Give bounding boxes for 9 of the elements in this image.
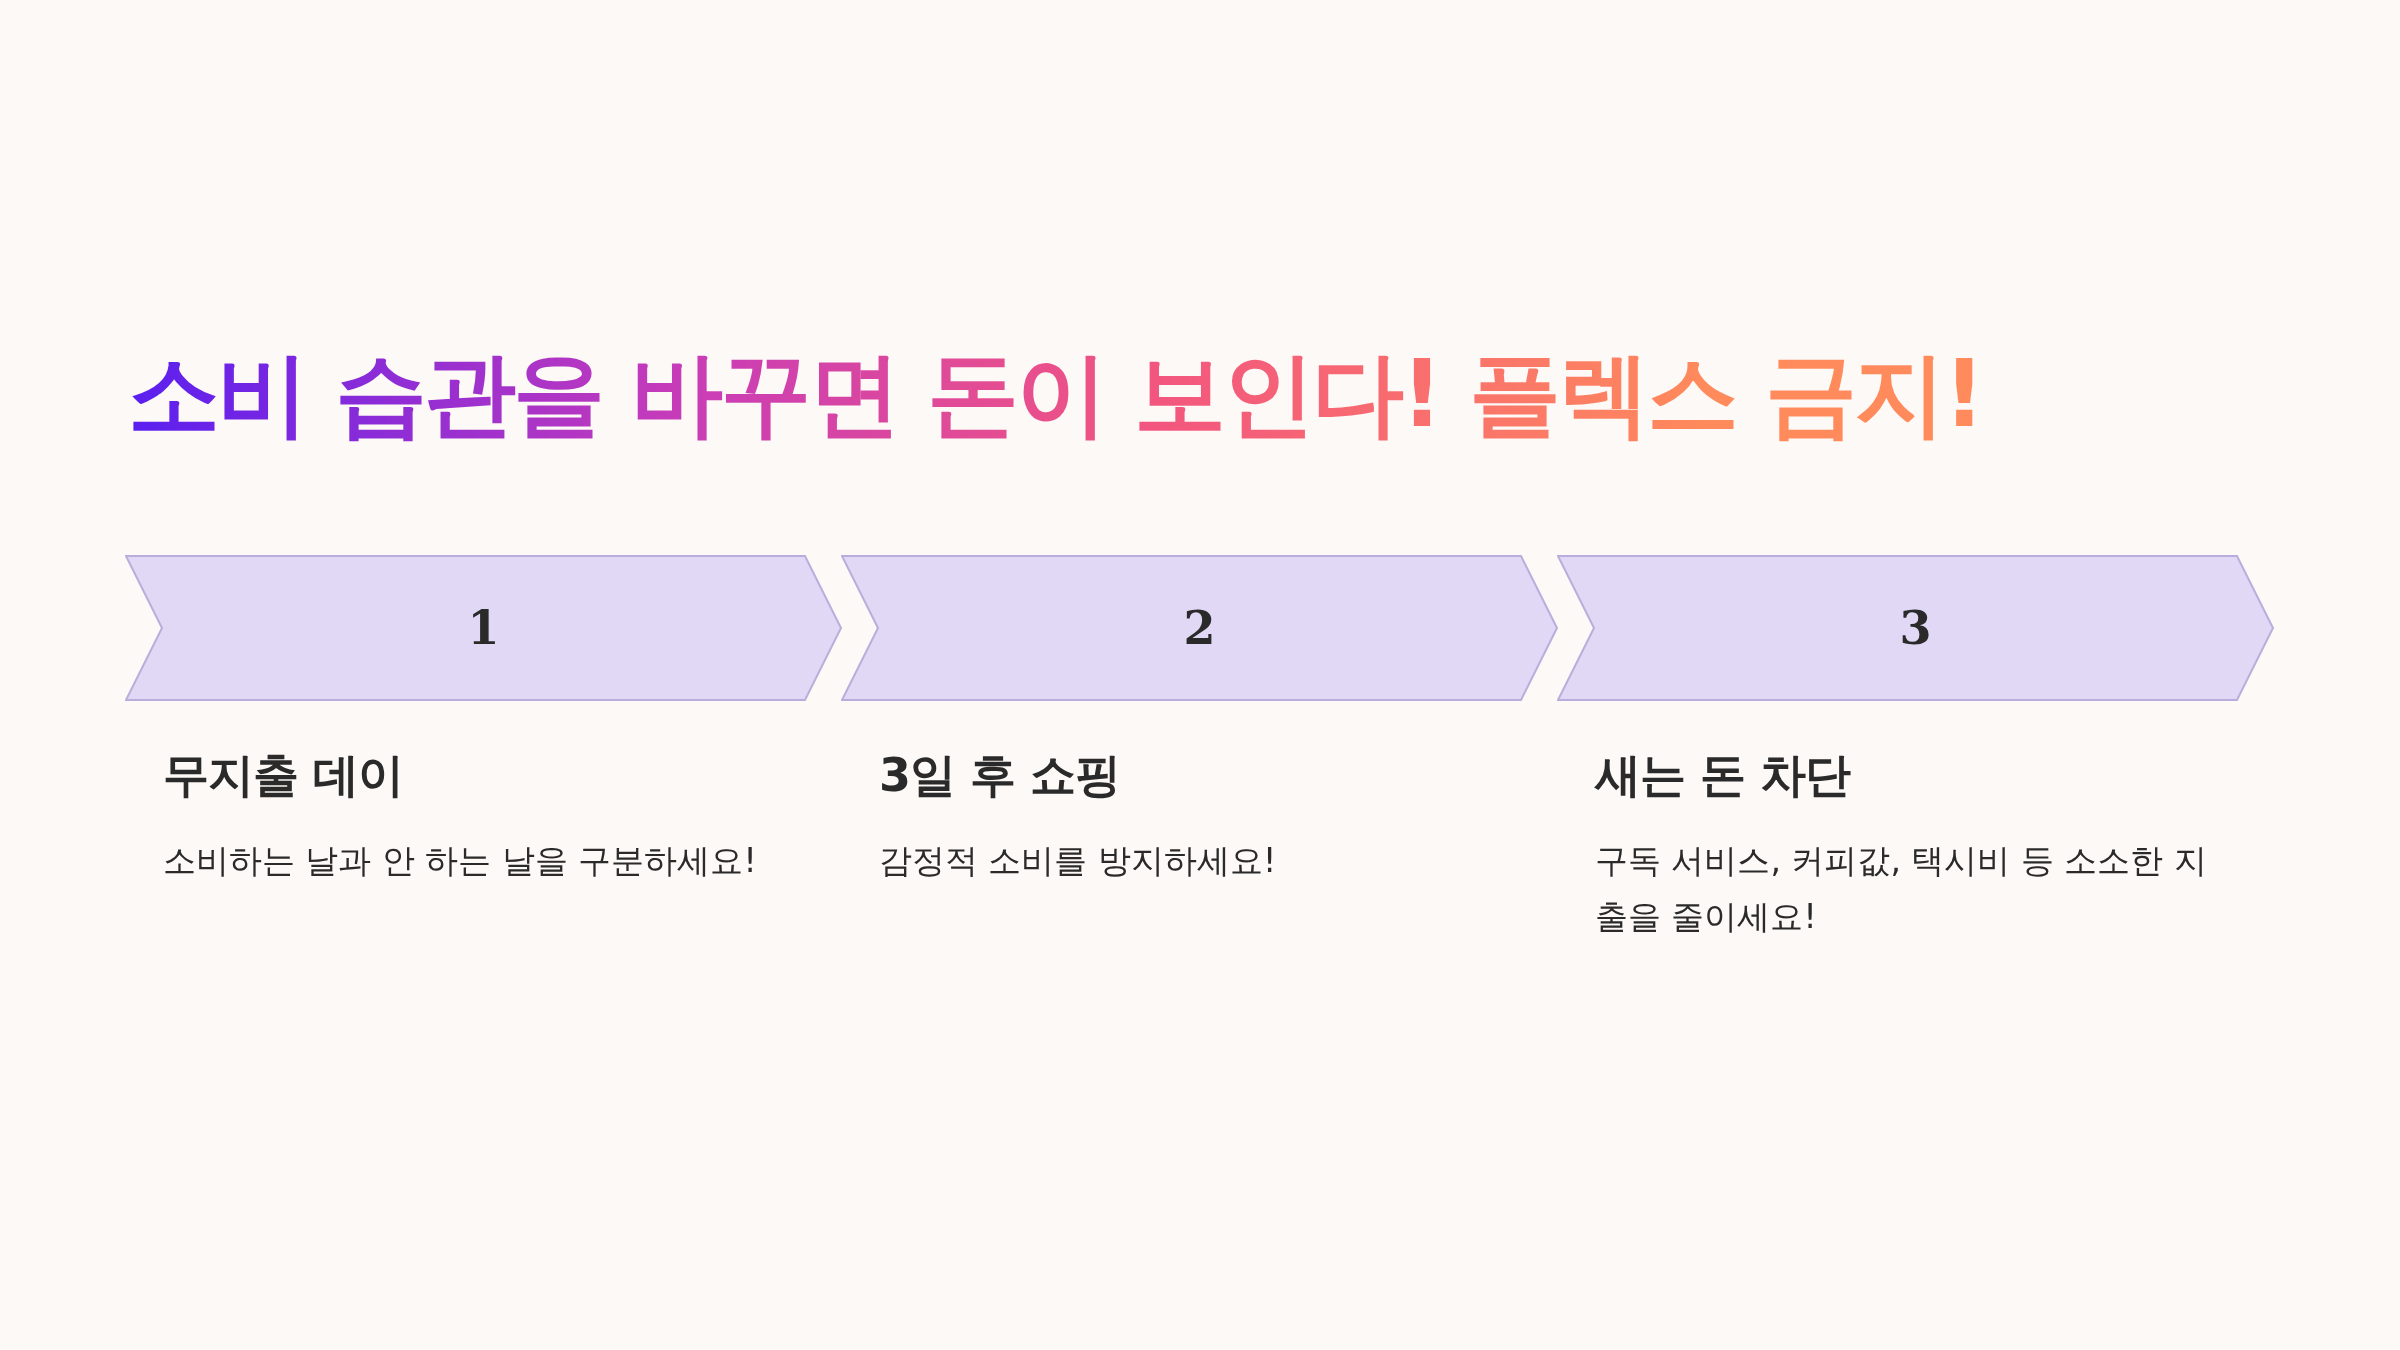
step-number: 2 bbox=[1183, 601, 1216, 655]
step-description: 소비하는 날과 안 하는 날을 구분하세요! bbox=[163, 840, 758, 882]
step-heading: 무지출 데이 bbox=[163, 747, 404, 804]
step-number: 3 bbox=[1899, 601, 1932, 655]
step-heading: 새는 돈 차단 bbox=[1595, 747, 1852, 804]
step-number: 1 bbox=[467, 601, 500, 655]
step-description: 구독 서비스, 커피값, 택시비 등 소소한 지출을 줄이세요! bbox=[1595, 840, 2208, 939]
step-description: 감정적 소비를 방지하세요! bbox=[879, 840, 1278, 882]
step-heading: 3일 후 쇼핑 bbox=[879, 747, 1122, 804]
